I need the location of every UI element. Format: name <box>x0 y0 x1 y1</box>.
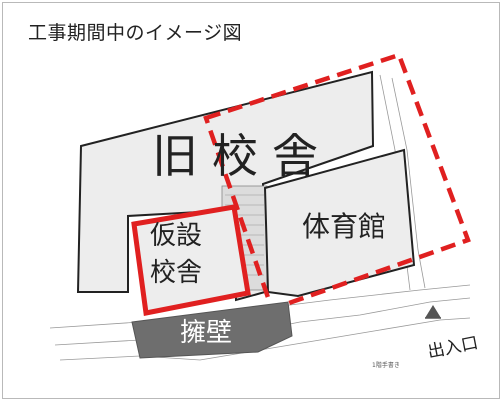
entrance-marker-icon <box>425 305 441 319</box>
retaining-wall <box>131 301 293 359</box>
retaining-wall-label: 擁壁 <box>180 318 233 348</box>
temporary-school-building <box>131 204 251 316</box>
construction-area-outline <box>203 52 471 312</box>
diagram-title: 工事期間中のイメージ図 <box>28 22 243 44</box>
temporary-school-label-line1: 仮設 <box>150 221 203 251</box>
temporary-school-label-line2: 校舎 <box>150 258 203 288</box>
old-school-label: 旧校舎 <box>152 129 332 183</box>
gym-label: 体育館 <box>302 210 387 243</box>
site-outline <box>49 74 471 361</box>
small-note: 1階手書き <box>372 362 400 369</box>
